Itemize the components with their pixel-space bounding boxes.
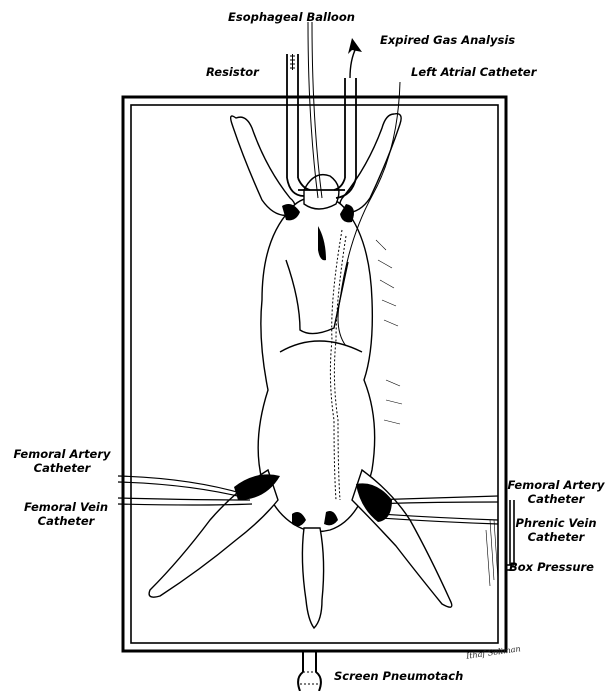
label-femoral-artery-left-line1: Femoral Artery — [6, 447, 118, 461]
label-femoral-artery-right-line1: Femoral Artery — [500, 478, 612, 492]
label-esophageal-balloon: Esophageal Balloon — [228, 10, 355, 24]
label-resistor: Resistor — [206, 65, 259, 79]
esophageal-balloon-line-2 — [312, 22, 322, 198]
label-femoral-artery-left-line2: Catheter — [6, 461, 118, 475]
label-phrenic-vein-line1: Phrenic Vein — [506, 516, 606, 530]
pneumotach-tube — [298, 651, 321, 691]
label-femoral-artery-right-line2: Catheter — [500, 492, 612, 506]
label-box-pressure: Box Pressure — [509, 560, 594, 574]
label-femoral-artery-catheter-right: Femoral Artery Catheter — [500, 478, 612, 506]
label-expired-gas-analysis: Expired Gas Analysis — [380, 33, 515, 47]
label-phrenic-vein-catheter: Phrenic Vein Catheter — [506, 516, 606, 544]
label-femoral-vein-line2: Catheter — [14, 514, 118, 528]
label-femoral-vein-catheter: Femoral Vein Catheter — [14, 500, 118, 528]
label-screen-pneumotach: Screen Pneumotach — [334, 669, 463, 683]
resistor-mesh — [290, 54, 295, 70]
label-left-atrial-catheter: Left Atrial Catheter — [411, 65, 536, 79]
esophageal-balloon-line — [308, 22, 318, 198]
label-femoral-vein-line1: Femoral Vein — [14, 500, 118, 514]
label-phrenic-vein-line2: Catheter — [506, 530, 606, 544]
expired-gas-arrow — [348, 38, 362, 78]
label-femoral-artery-catheter-left: Femoral Artery Catheter — [6, 447, 118, 475]
